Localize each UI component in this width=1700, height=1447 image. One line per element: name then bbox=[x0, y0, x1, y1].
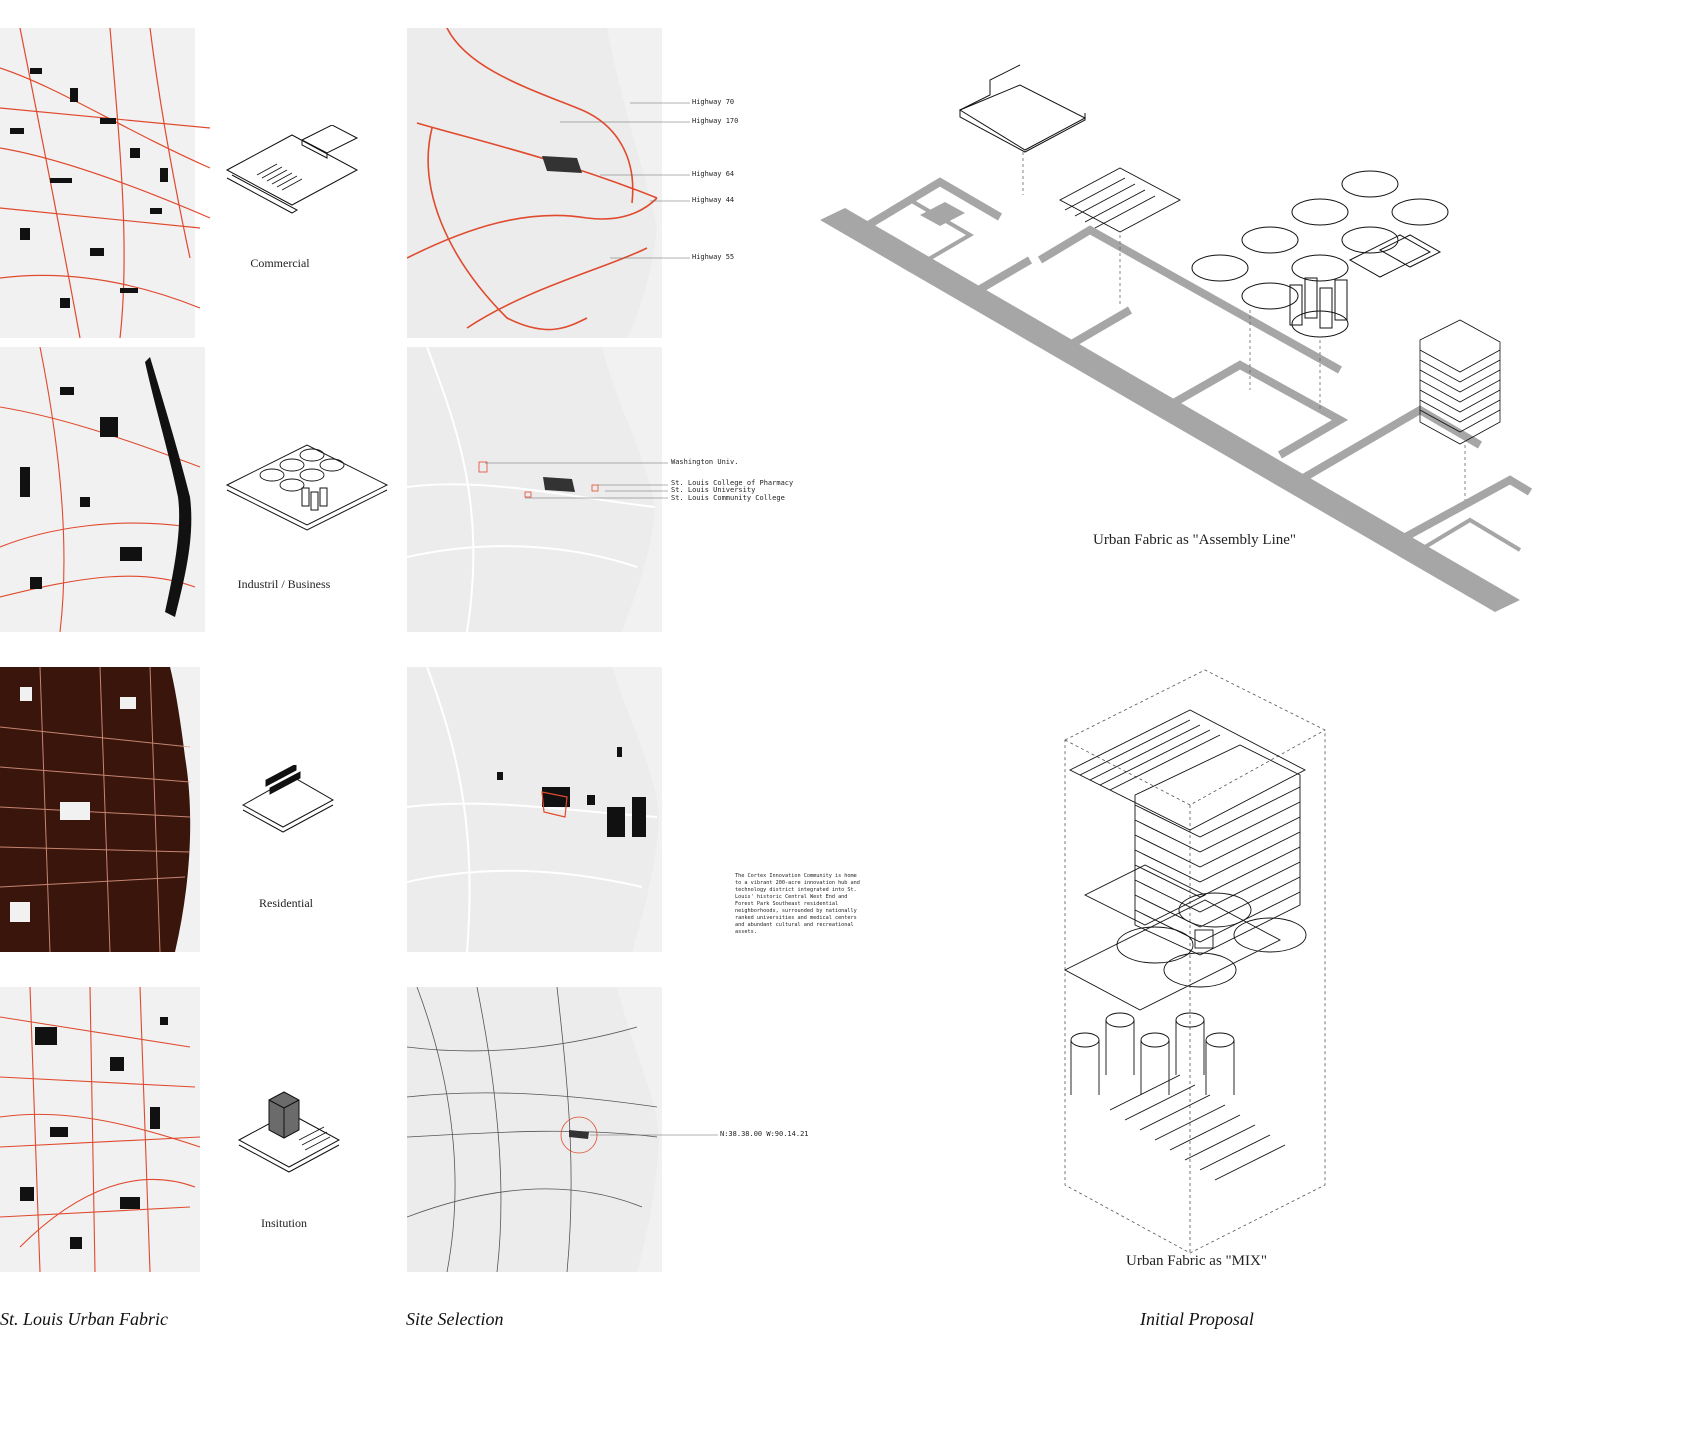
urban-fabric-map-institution bbox=[0, 987, 205, 1272]
caption-urban-fabric: St. Louis Urban Fabric bbox=[0, 1309, 169, 1329]
site-map-coordinates bbox=[407, 987, 662, 1272]
residential-typology-icon bbox=[241, 765, 335, 833]
institution-label-pharmacy: St. Louis College of Pharmacy bbox=[671, 479, 794, 487]
caption-initial-proposal: Initial Proposal bbox=[1140, 1309, 1254, 1329]
typology-label-institution: Insitution bbox=[260, 1216, 307, 1230]
highway-label-64: Highway 64 bbox=[692, 170, 735, 178]
institution-typology-icon bbox=[237, 1091, 341, 1173]
industrial-fabric-drawing bbox=[0, 347, 215, 632]
institution-leader-lines bbox=[485, 462, 668, 499]
site-map-cortex bbox=[407, 667, 662, 952]
urban-fabric-map-commercial bbox=[0, 28, 215, 338]
coordinate-map-drawing bbox=[407, 987, 659, 1272]
mix-axonometric bbox=[1064, 669, 1326, 1254]
cortex-description: The Cortex Innovation Community is home … bbox=[735, 873, 860, 935]
mix-caption: Urban Fabric as "MIX" bbox=[1126, 1253, 1267, 1269]
caption-site-selection: Site Selection bbox=[406, 1309, 504, 1329]
assembly-line-axonometric bbox=[820, 64, 1533, 612]
highway-label-55: Highway 55 bbox=[692, 253, 735, 261]
highway-label-70: Highway 70 bbox=[692, 98, 735, 106]
residential-fabric-drawing bbox=[0, 667, 200, 952]
highway-map-drawing bbox=[407, 28, 658, 338]
coordinate-label: N:38.38.00 W:90.14.21 bbox=[720, 1130, 809, 1138]
commercial-typology-icon bbox=[225, 125, 359, 214]
coordinate-leader-line bbox=[590, 1134, 718, 1136]
cortex-map-drawing bbox=[407, 667, 659, 952]
institution-fabric-drawing bbox=[0, 987, 205, 1272]
typology-label-commercial: Commercial bbox=[250, 256, 310, 270]
assembly-line-caption: Urban Fabric as "Assembly Line" bbox=[1093, 532, 1297, 548]
highway-label-170: Highway 170 bbox=[692, 117, 739, 125]
industrial-typology-icon bbox=[225, 444, 389, 531]
site-map-institutions bbox=[407, 347, 662, 632]
highway-leader-lines bbox=[560, 102, 690, 259]
typology-label-residential: Residential bbox=[259, 896, 313, 910]
site-map-highways bbox=[407, 28, 662, 338]
institutions-map-drawing bbox=[407, 347, 656, 632]
institution-label-slu: St. Louis University bbox=[671, 486, 756, 494]
institution-label-community: St. Louis Community College bbox=[671, 494, 785, 502]
urban-fabric-map-industrial bbox=[0, 347, 215, 632]
highway-label-44: Highway 44 bbox=[692, 196, 735, 204]
institution-label-washu: Washington Univ. bbox=[671, 458, 739, 466]
commercial-fabric-drawing bbox=[0, 28, 215, 338]
urban-fabric-map-residential bbox=[0, 667, 200, 952]
typology-label-industrial: Industril / Business bbox=[237, 577, 331, 591]
